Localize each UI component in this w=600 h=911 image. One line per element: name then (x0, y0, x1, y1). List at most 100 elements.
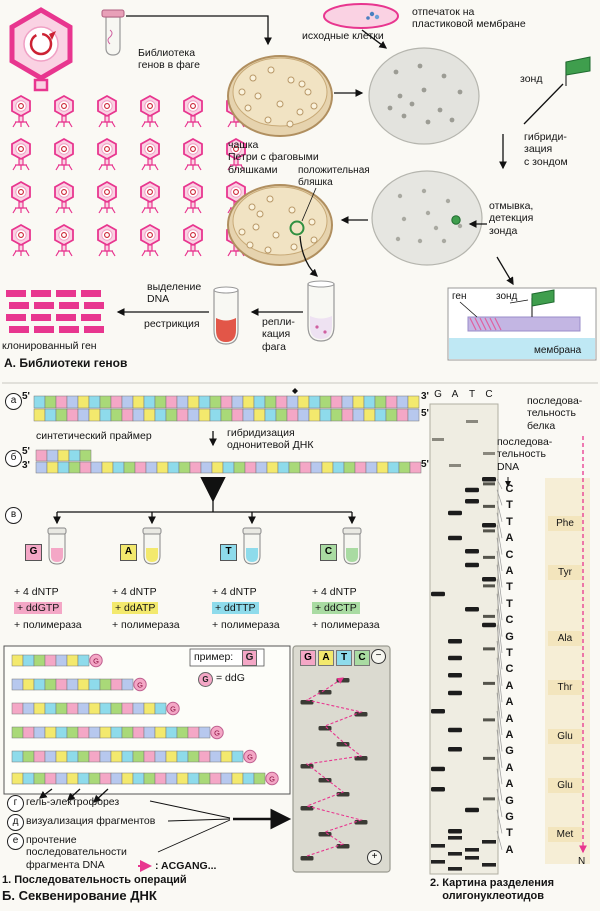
reagent-ddntp: + ddCTP (312, 600, 408, 616)
dna-block (44, 750, 57, 763)
dna-letter: A (505, 532, 514, 545)
dna-block (33, 654, 46, 667)
gel-lane-letter-T: T (336, 650, 352, 666)
step-e-marker: е (7, 833, 24, 850)
phage-head-large-icon (9, 7, 73, 92)
dna-block (88, 772, 101, 785)
dna-block (68, 449, 81, 462)
phage-icon (97, 181, 117, 214)
dna-block (288, 461, 301, 474)
gel-electrophoresis-label: гель-электрофорез (26, 796, 120, 808)
dna-block (46, 461, 59, 474)
dna-block (231, 750, 244, 763)
dna-block (277, 461, 290, 474)
template-3-left: 3' (22, 460, 30, 471)
dna-block (90, 461, 103, 474)
dna-block (55, 750, 68, 763)
cloned-gene-bar (59, 326, 79, 333)
gel-band (336, 844, 350, 849)
dna-block (68, 461, 81, 474)
dna-block (363, 395, 376, 409)
dna-sequence-label: последова- тельность DNA (497, 436, 553, 473)
reagent-dntp: + 4 dNTP (312, 586, 357, 598)
dna-block (11, 678, 24, 691)
reading-label: прочтение последовательности фрагмента D… (26, 834, 127, 871)
phage-icon (11, 224, 31, 257)
dna-block (253, 395, 266, 409)
dna-block (145, 461, 158, 474)
dna-block (77, 702, 90, 715)
dna-block (99, 395, 112, 409)
dna-block (143, 395, 156, 409)
sequencing-band (431, 766, 445, 772)
dna-block (409, 461, 422, 474)
radiolabel-mark (292, 388, 298, 394)
electrode-minus: − (371, 649, 386, 664)
gel-band (300, 856, 314, 861)
phage-icon (54, 224, 74, 257)
cloned-gene-bar (31, 290, 51, 297)
tube-letter-T: T (220, 544, 237, 561)
primer-label: синтетический праймер (36, 430, 152, 442)
phage-icon (54, 181, 74, 214)
reagent-polymerase: + полимераза (14, 618, 82, 631)
dna-block (66, 678, 79, 691)
restriction-tube (213, 286, 239, 345)
dna-block (55, 408, 68, 422)
dna-block (66, 654, 79, 667)
dna-block (55, 678, 68, 691)
dna-block (77, 654, 90, 667)
gel-band (318, 690, 332, 695)
dna-block (57, 461, 70, 474)
dna-block (209, 772, 222, 785)
dna-block (66, 726, 79, 739)
dna-block (143, 772, 156, 785)
tube-letter-G: G (25, 544, 42, 561)
section-b-title: Б. Секвенирование ДНК (2, 888, 157, 903)
dna-block (308, 408, 321, 422)
reagent-polymerase: + полимераза (212, 618, 280, 631)
dna-block (35, 449, 48, 462)
dna-block (55, 395, 68, 409)
dna-block (132, 726, 145, 739)
dna-block (121, 678, 134, 691)
dna-block (297, 408, 310, 422)
step-a-marker: а (5, 393, 22, 410)
dna-block (154, 395, 167, 409)
dna-block (407, 408, 420, 422)
sequencing-band (482, 577, 496, 582)
reagent-polymerase: + полимераза (312, 618, 380, 631)
sequencing-band (431, 787, 445, 792)
dna-block (308, 395, 321, 409)
dna-block (99, 408, 112, 422)
dna-block (319, 395, 332, 409)
dna-block (22, 726, 35, 739)
dna-isolation-label: выделение DNA (147, 281, 202, 306)
dna-block (407, 395, 420, 409)
gel2-header-letter: G (434, 389, 442, 400)
dna-block (176, 395, 189, 409)
phage-library-label: Библиотека генов в фаге (138, 47, 200, 72)
gel-lane-letter-C: C (354, 650, 370, 666)
phage-icon (183, 181, 203, 214)
operations-title: 1. Последовательность операций (2, 874, 187, 886)
dna-block (385, 395, 398, 409)
phage-library-tube (101, 9, 125, 56)
dna-letter: A (505, 778, 514, 791)
svg-text:G: G (269, 775, 275, 784)
amino-acid: Ala (548, 630, 582, 646)
dna-block (143, 408, 156, 422)
dna-block (176, 408, 189, 422)
dna-block (231, 395, 244, 409)
membrane-imprint-1 (368, 47, 480, 145)
dna-block (341, 395, 354, 409)
legend-example-letter: G (242, 650, 257, 666)
gel-band (336, 742, 350, 747)
cloned-gene-bar (56, 290, 76, 297)
ddg-terminator-icon (133, 677, 147, 692)
dna-block (396, 408, 409, 422)
gel2-header-letter: T (468, 389, 476, 400)
dna-block (132, 702, 145, 715)
ddg-terminator-icon (166, 701, 180, 716)
membrane-imprint-2 (371, 170, 483, 266)
